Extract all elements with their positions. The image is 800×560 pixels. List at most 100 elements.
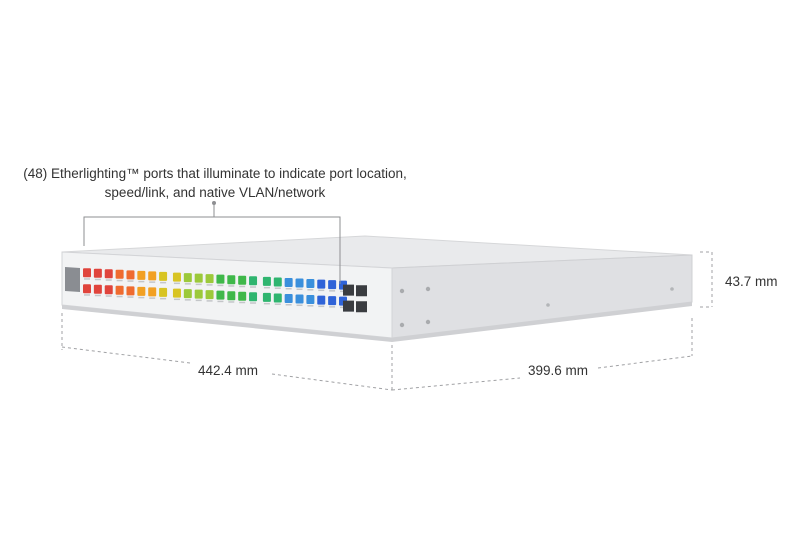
port-led: [329, 290, 336, 292]
port-led: [94, 294, 101, 297]
port-led: [184, 299, 191, 301]
ethernet-port: [328, 280, 337, 290]
depth-dimension-line: [391, 318, 693, 391]
ethernet-port: [284, 277, 293, 287]
ethernet-port: [262, 292, 271, 302]
port-led: [329, 306, 336, 308]
ethernet-port: [83, 268, 91, 278]
ethernet-port: [262, 276, 271, 286]
port-led: [307, 305, 314, 307]
port-led: [217, 284, 224, 287]
callout-line-1: (48) Etherlighting™ ports that illuminat…: [23, 166, 407, 181]
ethernet-port: [238, 275, 247, 285]
ethernet-port: [137, 270, 146, 280]
port-led: [160, 297, 167, 300]
ethernet-port: [273, 293, 282, 303]
port-led: [84, 278, 90, 280]
ethernet-port: [159, 271, 168, 281]
ethernet-port: [317, 279, 326, 289]
ethernet-port: [93, 268, 102, 278]
port-led: [274, 287, 281, 289]
port-led: [195, 283, 202, 286]
port-led: [296, 288, 303, 291]
ethernet-port: [172, 272, 181, 282]
port-led: [263, 286, 270, 289]
ethernet-port: [295, 294, 304, 304]
port-led: [239, 285, 246, 288]
port-led: [296, 304, 303, 307]
screw-icon: [425, 319, 431, 325]
port-led: [105, 295, 112, 297]
ethernet-port: [183, 289, 192, 299]
ethernet-port-array: [83, 268, 347, 309]
ethernet-port: [273, 277, 282, 287]
ethernet-port: [93, 284, 102, 294]
ethernet-port: [205, 290, 214, 300]
ethernet-port: [148, 271, 157, 281]
width-dimension-line: [61, 313, 393, 391]
ethernet-port: [104, 285, 113, 295]
depth-dimension-label: 399.6 mm: [528, 363, 589, 378]
ethernet-port: [216, 290, 225, 300]
port-led: [127, 280, 134, 282]
callout-line-2: speed/link, and native VLAN/network: [104, 185, 326, 200]
screw-icon: [399, 322, 405, 328]
ethernet-port: [104, 269, 113, 279]
port-led: [228, 285, 235, 287]
port-led: [149, 297, 156, 299]
port-led: [250, 302, 257, 304]
port-led: [285, 287, 292, 290]
sfp-port: [343, 300, 354, 312]
sfp-port: [356, 285, 367, 297]
ethernet-port: [159, 287, 168, 297]
ethernet-port: [328, 296, 337, 306]
ethernet-port: [295, 278, 304, 288]
ethernet-port: [115, 269, 124, 279]
port-led: [307, 289, 314, 291]
port-led: [206, 300, 213, 302]
port-led: [228, 301, 235, 303]
ethernet-port: [238, 291, 247, 301]
port-led: [250, 286, 257, 288]
ethernet-port: [216, 274, 225, 284]
ethernet-port: [148, 287, 157, 297]
ethernet-port: [306, 279, 315, 289]
etherlighting-callout: (48) Etherlighting™ ports that illuminat…: [0, 164, 430, 202]
port-led: [138, 296, 145, 299]
port-led: [105, 279, 112, 281]
screw-icon: [546, 303, 550, 307]
screw-icon: [399, 288, 405, 294]
touchscreen-display: [65, 267, 80, 292]
port-led: [116, 295, 123, 298]
ethernet-port: [126, 286, 135, 296]
port-led: [160, 281, 167, 284]
port-led: [127, 296, 134, 298]
sfp-port: [356, 301, 367, 313]
port-led: [94, 278, 101, 281]
screw-icon: [425, 286, 431, 292]
ethernet-port: [115, 285, 124, 295]
ethernet-port: [317, 295, 326, 305]
ethernet-port: [83, 284, 91, 294]
ethernet-port: [227, 291, 236, 301]
port-led: [173, 298, 180, 301]
height-dimension-label: 43.7 mm: [725, 274, 778, 289]
ethernet-port: [306, 295, 315, 305]
port-led: [318, 305, 325, 308]
port-led: [239, 301, 246, 304]
port-led: [318, 289, 325, 292]
ethernet-port: [249, 292, 258, 302]
screw-icon: [670, 287, 674, 291]
switch-side-panel: [391, 254, 693, 339]
ethernet-port: [227, 275, 236, 285]
port-led: [173, 282, 180, 285]
port-led: [195, 299, 202, 302]
port-led: [138, 280, 145, 283]
port-led: [184, 283, 191, 285]
ethernet-port: [137, 286, 146, 296]
port-led: [149, 281, 156, 283]
sfp-port-array: [343, 284, 367, 313]
port-led: [206, 284, 213, 286]
ethernet-port: [205, 274, 214, 284]
